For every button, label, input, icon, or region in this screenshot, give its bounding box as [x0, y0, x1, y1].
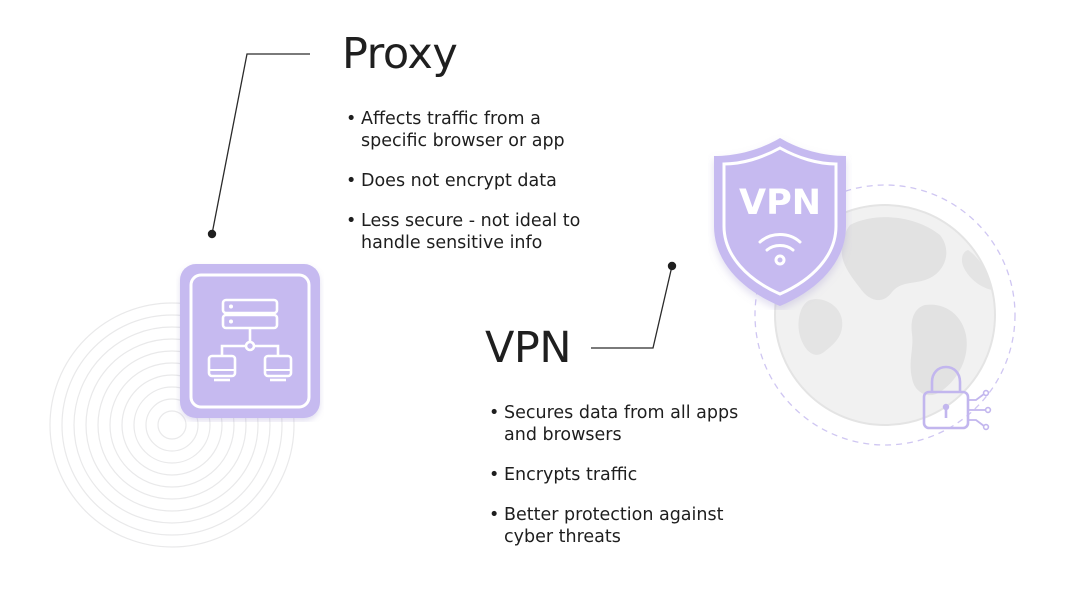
vpn-connector-dot	[667, 261, 677, 271]
proxy-bullet: Less secure - not ideal to handle sensit…	[346, 210, 596, 254]
proxy-title: Proxy	[342, 29, 458, 79]
vpn-bullet: Encrypts traffic	[489, 464, 739, 486]
proxy-connector-dot	[207, 229, 217, 239]
vpn-shield-label: VPN	[739, 183, 821, 223]
server-network-icon	[180, 264, 320, 418]
wifi-icon	[758, 233, 802, 266]
vpn-title: VPN	[485, 323, 572, 373]
vpn-bullet-list: Secures data from all apps and browsers …	[489, 402, 739, 566]
vpn-bullet: Secures data from all apps and browsers	[489, 402, 739, 446]
proxy-icon-tile	[176, 262, 324, 422]
vpn-shield-icon: VPN	[714, 138, 846, 306]
proxy-bullet: Does not encrypt data	[346, 170, 596, 192]
proxy-bullet: Affects traffic from a specific browser …	[346, 108, 596, 152]
proxy-bullet-list: Affects traffic from a specific browser …	[346, 108, 596, 272]
lock-icon	[922, 365, 992, 431]
vpn-bullet: Better protection against cyber threats	[489, 504, 739, 548]
dashed-orbit	[754, 184, 1016, 446]
